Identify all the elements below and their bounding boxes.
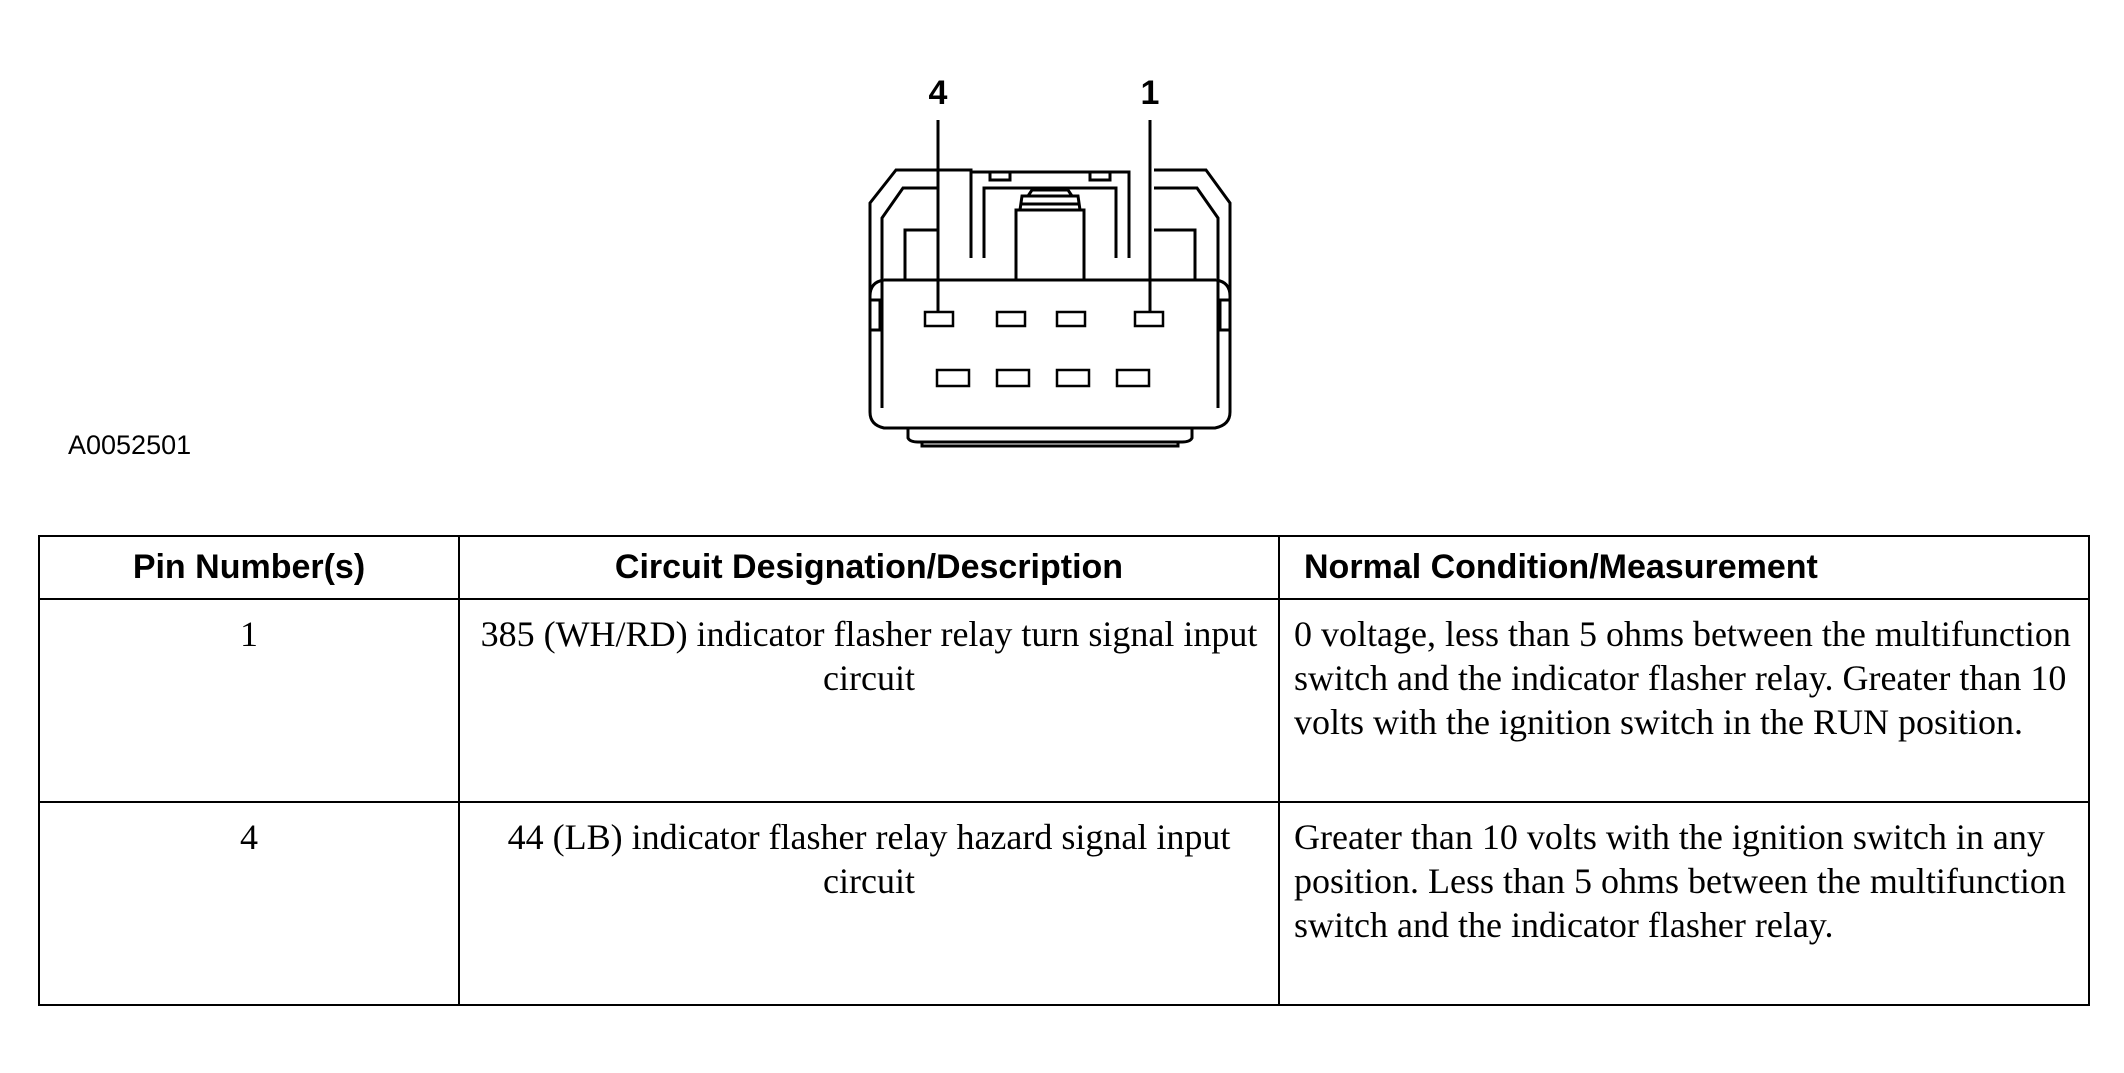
figure-id: A0052501	[68, 430, 192, 460]
pin-table: Pin Number(s) Circuit Designation/Descri…	[38, 535, 2090, 1006]
connector-diagram: 4 1	[868, 74, 1232, 448]
cell-circuit: 385 (WH/RD) indicator flasher relay turn…	[458, 598, 1280, 803]
table-row: 1 385 (WH/RD) indicator flasher relay tu…	[38, 598, 2090, 803]
cavity-bottom-4	[1115, 368, 1151, 388]
header-circuit: Circuit Designation/Description	[458, 535, 1280, 600]
cavity-bottom-3	[1055, 368, 1091, 388]
pin-cavities	[923, 310, 1165, 388]
cavity-pin-4	[923, 310, 955, 328]
cell-pin: 1	[38, 598, 460, 803]
cavity-bottom-2	[995, 368, 1031, 388]
cell-condition: 0 voltage, less than 5 ohms between the …	[1278, 598, 2090, 803]
cavity-pin-1	[1133, 310, 1165, 328]
cavity-top-2	[995, 310, 1027, 328]
cell-condition: Greater than 10 volts with the ignition …	[1278, 801, 2090, 1006]
cell-circuit: 44 (LB) indicator flasher relay hazard s…	[458, 801, 1280, 1006]
cavity-bottom-1	[935, 368, 971, 388]
table-header-row: Pin Number(s) Circuit Designation/Descri…	[38, 535, 2090, 600]
pin-label-4: 4	[929, 74, 948, 112]
pin-label-1: 1	[1141, 74, 1160, 112]
header-condition: Normal Condition/Measurement	[1278, 535, 2090, 600]
cell-pin: 4	[38, 801, 460, 1006]
cavity-top-3	[1055, 310, 1087, 328]
table-row: 4 44 (LB) indicator flasher relay hazard…	[38, 801, 2090, 1006]
header-pin-number: Pin Number(s)	[38, 535, 460, 600]
connector-outline	[868, 120, 1232, 448]
